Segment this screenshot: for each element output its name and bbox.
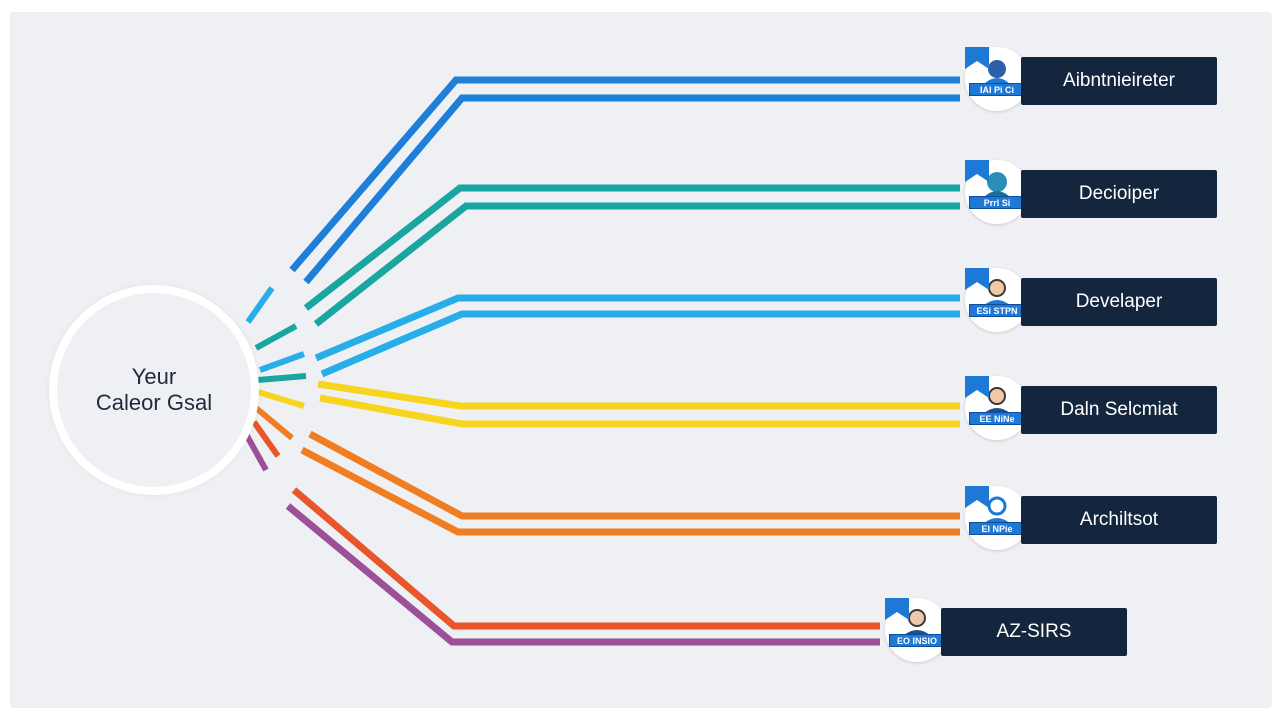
security-avatar-icon: EO INSIO (885, 598, 949, 662)
badge-code: ESi STPN (969, 304, 1025, 317)
badge-code: EI NPie (969, 522, 1025, 535)
role-node-developer[interactable]: Prrl Si Decioiper (965, 160, 1217, 224)
path-administrator (289, 76, 960, 273)
ribbon-icon (965, 486, 989, 508)
ribbon-icon (965, 268, 989, 290)
career-goal-circle: Yeur Caleor Gsal (49, 285, 259, 495)
path-developer-2-inner (320, 310, 960, 378)
badge-code: EE NiNe (969, 412, 1025, 425)
ribbon-icon (965, 47, 989, 69)
hub-title-line1: Yeur (131, 364, 177, 389)
role-label: Aibntnieireter (1021, 57, 1217, 105)
role-label: Decioiper (1021, 170, 1217, 218)
path-developer-1-inner (313, 202, 960, 327)
badge-code: Prrl Si (969, 196, 1025, 209)
data-scientist-avatar-icon: EE NiNe (965, 376, 1029, 440)
architect-avatar-icon: EI NPie (965, 486, 1029, 550)
role-node-data-scientist[interactable]: EE NiNe Daln Selcmiat (965, 376, 1217, 440)
role-node-architect[interactable]: EI NPie Archiltsot (965, 486, 1217, 550)
ribbon-icon (965, 376, 989, 398)
path-architect-inner (300, 446, 960, 536)
path-developer-2 (314, 294, 960, 362)
path-az-sirs (291, 487, 880, 630)
path-administrator-inner (303, 94, 960, 285)
role-label: Archiltsot (1021, 496, 1217, 544)
role-label: Develaper (1021, 278, 1217, 326)
role-node-developer-2[interactable]: ESi STPN Develaper (965, 268, 1217, 332)
ribbon-icon (965, 160, 989, 182)
path-az-sirs-inner (285, 503, 880, 646)
administrator-avatar-icon: IAI Pi Ci (965, 47, 1029, 111)
developer-avatar-icon: Prrl Si (965, 160, 1029, 224)
badge-code: EO INSIO (889, 634, 945, 647)
role-node-administrator[interactable]: IAI Pi Ci Aibntnieireter (965, 47, 1217, 111)
path-data-scientist (317, 380, 960, 410)
role-node-az-sirs[interactable]: EO INSIO AZ-SIRS (885, 598, 1127, 662)
developer-avatar-icon: ESi STPN (965, 268, 1029, 332)
career-paths (243, 76, 960, 646)
ribbon-icon (885, 598, 909, 620)
role-label: AZ-SIRS (941, 608, 1127, 656)
path-developer-1 (303, 184, 960, 311)
path-architect (308, 430, 960, 520)
role-label: Daln Selcmiat (1021, 386, 1217, 434)
badge-code: IAI Pi Ci (969, 83, 1025, 96)
diagram-canvas: Yeur Caleor Gsal IAI Pi Ci Aibntnieirete… (10, 12, 1272, 708)
hub-title-line2: Caleor Gsal (95, 390, 213, 415)
path-data-scientist-inner (319, 394, 960, 428)
